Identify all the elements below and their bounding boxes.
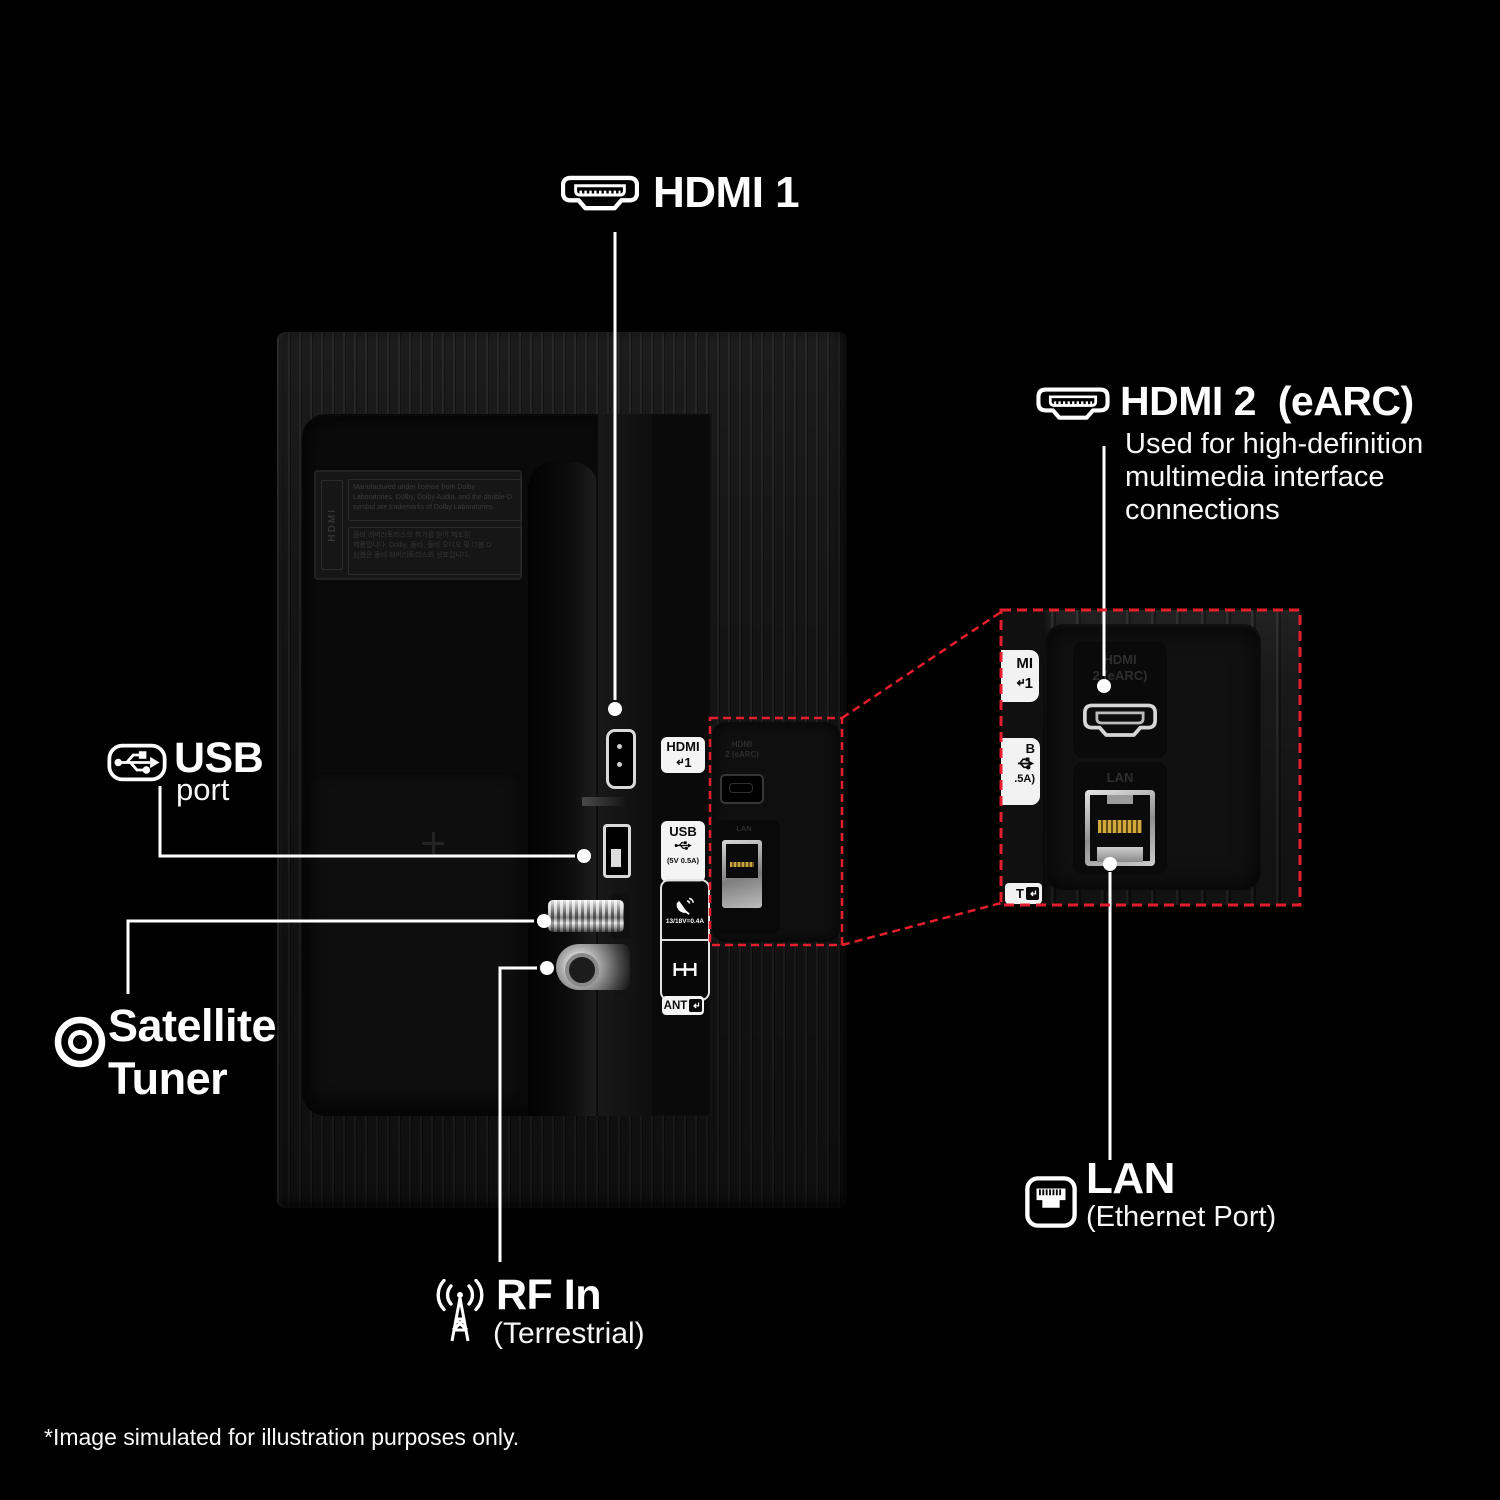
- inset-label-hdmi1-partial: MI 1: [1001, 650, 1039, 702]
- satellite-callout-title-line1: Satellite: [108, 1000, 277, 1051]
- embossed-lan-text: LAN: [1106, 770, 1134, 785]
- cable-channel: [528, 462, 598, 1116]
- lan-ethernet-port: [1085, 790, 1155, 866]
- rf-callout-subtitle: (Terrestrial): [493, 1317, 645, 1350]
- hdmi2-port-small: [720, 774, 764, 804]
- inset-hdmi2-bezel: HDMI 2 (eARC): [1073, 642, 1167, 758]
- usb-callout-title: USB: [174, 734, 264, 782]
- satellite-callout-title-line2: Tuner: [108, 1053, 228, 1104]
- inset-lan-bezel: LAN: [1073, 762, 1167, 874]
- inset-label-ant-partial: T: [1005, 883, 1042, 904]
- hdmi1-port: [606, 729, 636, 789]
- hdmi2-lan-recess: HDMI 2 (eARC) LAN: [712, 722, 840, 942]
- zoom-inset: MI 1 B .5A) T HDMI 2 (eARC): [1001, 610, 1300, 905]
- lan-gold-pins: [730, 862, 754, 867]
- image-disclaimer: *Image simulated for illustration purpos…: [44, 1424, 520, 1450]
- hdmi1-callout-title: HDMI 1: [653, 168, 800, 217]
- lan-gold-pins: [1098, 820, 1142, 833]
- embossed-hdmi2-text: HDMI 2 (eARC): [1092, 652, 1148, 684]
- hdmi2-callout-description: Used for high-definition multimedia inte…: [1125, 428, 1424, 526]
- usb-trident-icon: [674, 841, 692, 850]
- ethernet-port-icon: [1025, 1176, 1077, 1228]
- satellite-label-cell: 13/18V=0.4A: [662, 881, 708, 941]
- panel-label-hdmi1: HDMI 1: [661, 737, 705, 773]
- lan-callout-subtitle: (Ethernet Port): [1086, 1201, 1277, 1233]
- zoom-connector-bottom: [841, 901, 1002, 947]
- hdmi-contact-dot: [617, 762, 622, 767]
- satellite-f-connector: [548, 900, 624, 932]
- usb-tongue: [611, 849, 621, 867]
- return-arrow-icon: [1016, 678, 1024, 686]
- coax-connector-icon: [54, 1016, 106, 1068]
- hdmi-contact-dot: [617, 744, 622, 749]
- embossed-hdmi2-text: HDMI 2 (eARC): [725, 740, 759, 759]
- inset-label-usb-partial: B .5A): [1001, 738, 1040, 805]
- lower-recess-panel: [310, 770, 522, 1102]
- hdmi-port-icon: [561, 175, 639, 211]
- hdmi2-port: [1083, 703, 1157, 737]
- panel-label-ant: ANT: [662, 996, 704, 1015]
- panel-label-usb: USB (5V 0.5A): [661, 821, 705, 882]
- sticker-hdmi-mark: HDMI: [321, 480, 343, 570]
- antenna-tower-icon: [436, 1279, 484, 1342]
- tv-back-panel: HDMI Manufactured under license from Dol…: [277, 332, 847, 1208]
- lan-port-small: [722, 840, 762, 908]
- dolby-notice-en: Manufactured under license from Dolby La…: [348, 479, 522, 521]
- embossed-lan-text: LAN: [736, 824, 752, 833]
- antenna-label-cell: [662, 941, 708, 997]
- rf-callout-title: RF In: [496, 1271, 601, 1319]
- screw-boss: [582, 797, 626, 806]
- usb-icon: [107, 743, 167, 782]
- rf-in-connector: [556, 944, 630, 990]
- return-arrow-icon: [676, 758, 684, 765]
- satellite-dish-icon: [676, 897, 695, 915]
- lan-callout-title: LAN: [1086, 1154, 1175, 1203]
- hdmi2-callout-title: HDMI 2 (eARC): [1120, 378, 1414, 424]
- aerial-icon: [673, 962, 697, 976]
- usb-callout-subtitle: port: [176, 772, 230, 807]
- lan-clip-tab: [1107, 795, 1133, 804]
- dolby-notice-kr: 돌비 래버러토리스의 허가를 얻어 제조된 제품입니다. Dolby, 돌비, …: [348, 527, 522, 575]
- molded-plus-mark: [422, 832, 444, 854]
- inset-port-plate: HDMI 2 (eARC) LAN: [1045, 624, 1261, 890]
- tuner-labels-box: 13/18V=0.4A: [660, 879, 710, 1001]
- regulatory-sticker: HDMI Manufactured under license from Dol…: [314, 470, 522, 580]
- usb-port: [603, 824, 631, 878]
- rf-connector-barrel: [565, 953, 599, 987]
- hdmi-port-icon: [1036, 387, 1110, 420]
- return-arrow-icon: [693, 1002, 700, 1009]
- usb-trident-icon: [1018, 757, 1035, 770]
- zoom-connector-top: [841, 610, 1002, 720]
- return-arrow-icon: [1030, 890, 1037, 897]
